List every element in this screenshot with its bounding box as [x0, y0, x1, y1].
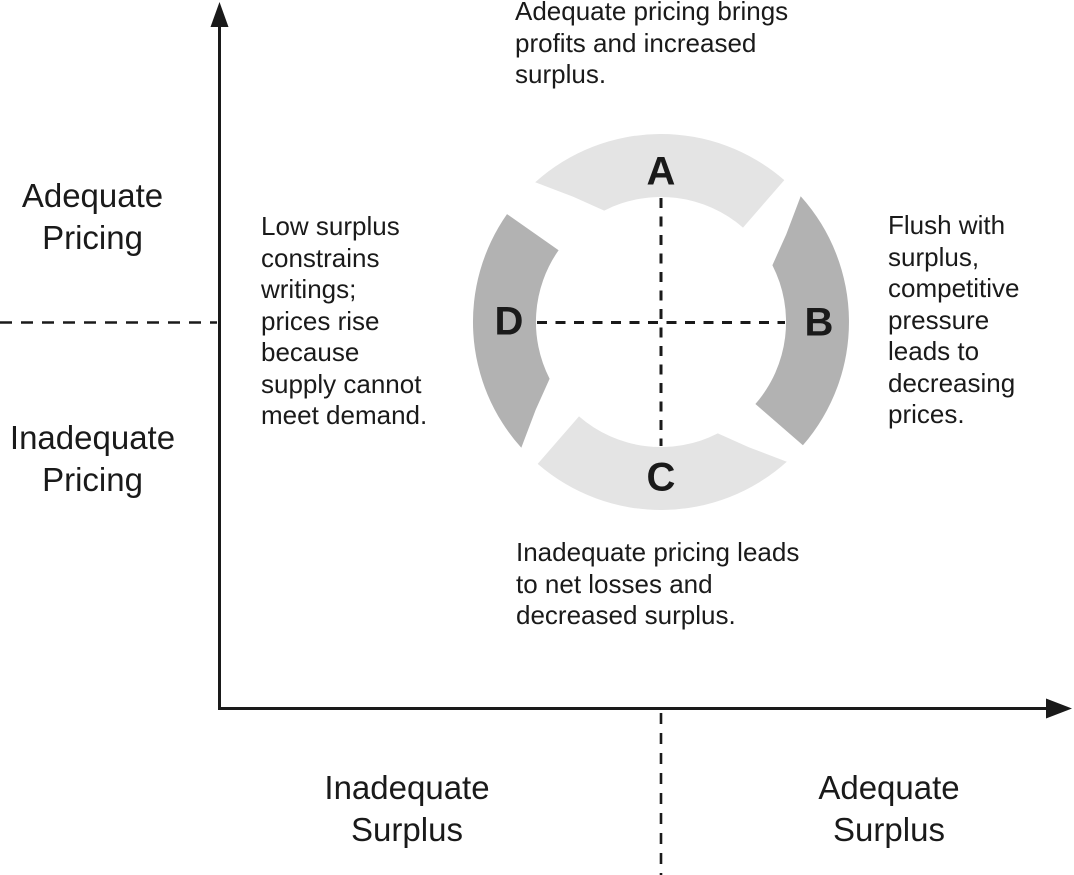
annotation-line: Low surplus [261, 211, 400, 241]
annotation-line: surplus, [888, 241, 980, 272]
y-axis-label-inadequate-pricing: Inadequate Pricing [0, 417, 185, 501]
annotation-line: constrains [261, 242, 380, 273]
cycle-segment-label-a: A [646, 149, 676, 194]
axis-label-line: Adequate [21, 177, 164, 214]
cycle-segment-label-d: D [494, 299, 524, 344]
annotation-line: profits and increased [515, 27, 757, 58]
annotation-line: Adequate pricing brings [515, 0, 789, 26]
annotation-line: meet demand. [261, 400, 428, 430]
annotation-line: because [261, 337, 360, 367]
annotation-line: supply cannot [261, 368, 422, 399]
annotation-line: Inadequate pricing leads [516, 537, 800, 567]
y-axis-label-adequate-pricing: Adequate Pricing [0, 175, 185, 259]
annotation-line: prices rise [261, 305, 380, 336]
annotation-line: decreased surplus. [516, 600, 736, 630]
axis-label-line: Pricing [42, 461, 143, 498]
annotation-left: Low surplus constrains writings; prices … [261, 211, 427, 432]
cycle-segment-b-arc [755, 196, 849, 446]
axis-label-line: Surplus [351, 811, 463, 848]
x-axis-label-adequate-surplus: Adequate Surplus [769, 767, 1009, 851]
annotation-line: competitive [888, 273, 1020, 303]
annotation-line: to net losses and [516, 568, 713, 599]
annotation-line: pressure [888, 304, 990, 335]
cycle-segment-a-arc [535, 134, 785, 228]
annotation-line: writings; [261, 274, 357, 304]
cycle-segment-d-arc [472, 214, 559, 448]
axis-label-line: Surplus [833, 811, 945, 848]
axis-label-line: Pricing [42, 219, 143, 256]
cycle-segment-c-arc [537, 416, 787, 510]
cycle-segment-label-c: C [646, 455, 676, 500]
annotation-bottom: Inadequate pricing leads to net losses a… [516, 537, 799, 632]
y-axis-arrowhead-icon [210, 2, 229, 27]
annotation-line: prices. [888, 399, 965, 429]
annotation-line: leads to [888, 336, 980, 366]
annotation-right: Flush with surplus, competitive pressure… [888, 210, 1020, 431]
annotation-line: surplus. [515, 59, 607, 89]
axis-label-line: Inadequate [9, 419, 176, 456]
axis-label-line: Adequate [818, 769, 960, 806]
annotation-top: Adequate pricing brings profits and incr… [515, 0, 788, 91]
axis-label-line: Inadequate [324, 769, 490, 806]
x-axis-label-inadequate-surplus: Inadequate Surplus [287, 767, 527, 851]
annotation-line: decreasing [888, 367, 1016, 398]
x-axis-arrowhead-icon [1046, 698, 1072, 719]
annotation-line: Flush with [888, 210, 1006, 240]
cycle-segment-label-b: B [804, 300, 834, 345]
